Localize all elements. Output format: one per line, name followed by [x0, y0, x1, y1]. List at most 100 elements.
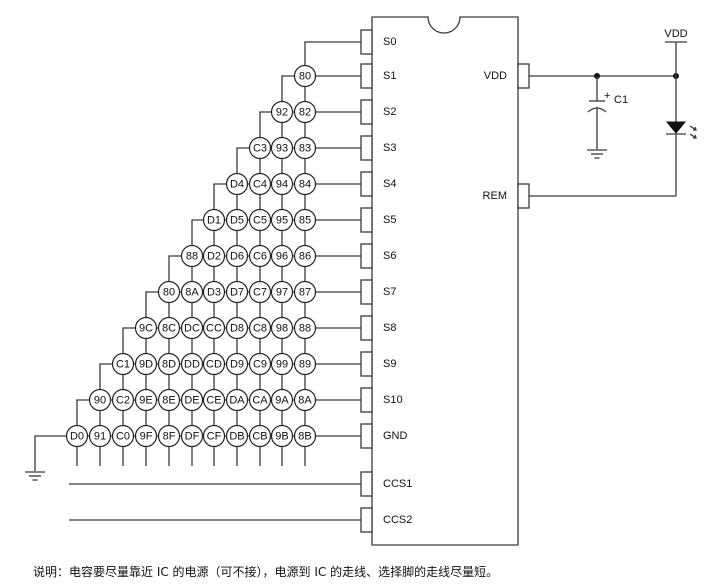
key-code: 93: [276, 143, 288, 155]
stair-wire: [213, 183, 227, 220]
key-circle: [157, 352, 181, 376]
key-button: CE: [202, 388, 226, 412]
key-code: CA: [252, 395, 268, 407]
key-code: D4: [230, 179, 244, 191]
key-button: 9E: [134, 388, 158, 412]
key-circle: [111, 424, 135, 448]
key-code: CE: [206, 395, 221, 407]
key-button: 87: [293, 280, 317, 304]
wire-s0: [304, 41, 361, 66]
key-code: C6: [253, 251, 267, 263]
key-code: 9B: [275, 431, 288, 443]
key-circle: [180, 244, 204, 268]
key-circle: [293, 244, 317, 268]
key-button: 96: [270, 244, 294, 268]
key-code: CD: [206, 359, 222, 371]
key-circle: [248, 172, 272, 196]
key-button: 8A: [293, 388, 317, 412]
key-button: C9: [248, 352, 272, 376]
key-code: C8: [253, 323, 267, 335]
key-circle: [225, 352, 249, 376]
key-button: 82: [293, 100, 317, 124]
key-code: DF: [185, 431, 200, 443]
vdd-label: VDD: [664, 28, 687, 40]
key-code: C9: [253, 359, 267, 371]
key-code: C5: [253, 215, 267, 227]
design-note: 说明：电容要尽量靠近 IC 的电源（可不接），电源到 IC 的走线、选择脚的走线…: [33, 565, 499, 579]
pin-label: S5: [383, 214, 396, 226]
power-circuit: VDD+C1: [529, 28, 697, 197]
key-circle: [270, 352, 294, 376]
key-code: 9C: [139, 323, 153, 335]
key-circle: [248, 244, 272, 268]
key-button: DC: [180, 316, 204, 340]
pin-label: REM: [483, 190, 507, 202]
key-button: C6: [248, 244, 272, 268]
key-button: 80: [157, 280, 181, 304]
key-code: 84: [299, 179, 311, 191]
key-circle: [225, 388, 249, 412]
key-code: D9: [230, 359, 244, 371]
key-code: 88: [299, 323, 311, 335]
key-code: 86: [299, 251, 311, 263]
key-button: DB: [225, 424, 249, 448]
stair-wire: [236, 147, 250, 184]
key-circle: [225, 424, 249, 448]
key-button: D5: [225, 208, 249, 232]
key-circle: [225, 244, 249, 268]
key-button: D6: [225, 244, 249, 268]
key-button: 88: [180, 244, 204, 268]
key-code: CB: [252, 431, 267, 443]
key-circle: [180, 316, 204, 340]
key-code: 8A: [185, 287, 199, 299]
key-button: CC: [202, 316, 226, 340]
key-button: C3: [248, 136, 272, 160]
key-circle: [225, 280, 249, 304]
key-circle: [111, 388, 135, 412]
key-button: CA: [248, 388, 272, 412]
key-circle: [134, 424, 158, 448]
key-circle: [157, 316, 181, 340]
ic-pin-s7: [360, 279, 373, 305]
key-circle: [134, 352, 158, 376]
ic-pin-s0: [360, 29, 373, 55]
stair-wire: [99, 363, 113, 400]
key-button: 80: [293, 64, 317, 88]
key-button: 88: [293, 316, 317, 340]
pin-label: S9: [383, 358, 396, 370]
ic-pin-s6: [360, 243, 373, 269]
key-button: D0: [65, 424, 89, 448]
key-code: D2: [207, 251, 221, 263]
key-button: C4: [248, 172, 272, 196]
ic-pin-ccs1: [360, 471, 373, 497]
key-circle: [248, 352, 272, 376]
stair-wire: [76, 399, 90, 436]
pin-label: S2: [383, 106, 396, 118]
emission-arrow-icon: [689, 125, 697, 131]
key-button: DF: [180, 424, 204, 448]
key-circle: [225, 172, 249, 196]
key-button: 8E: [157, 388, 181, 412]
key-button: C2: [111, 388, 135, 412]
key-code: C7: [253, 287, 267, 299]
key-button: 97: [270, 280, 294, 304]
key-button: D7: [225, 280, 249, 304]
key-button: 84: [293, 172, 317, 196]
key-button: C0: [111, 424, 135, 448]
pin-label: S10: [383, 394, 403, 406]
key-code: D3: [207, 287, 221, 299]
key-button: C5: [248, 208, 272, 232]
key-code: 9F: [140, 431, 153, 443]
led-icon: [665, 121, 687, 134]
key-code: 8F: [163, 431, 176, 443]
key-button: D3: [202, 280, 226, 304]
key-circle: [248, 208, 272, 232]
key-code: C4: [253, 179, 267, 191]
key-code: 88: [186, 251, 198, 263]
key-circle: [293, 64, 317, 88]
key-code: C0: [116, 431, 130, 443]
ic-pin-rem: [517, 183, 530, 209]
key-circle: [157, 424, 181, 448]
